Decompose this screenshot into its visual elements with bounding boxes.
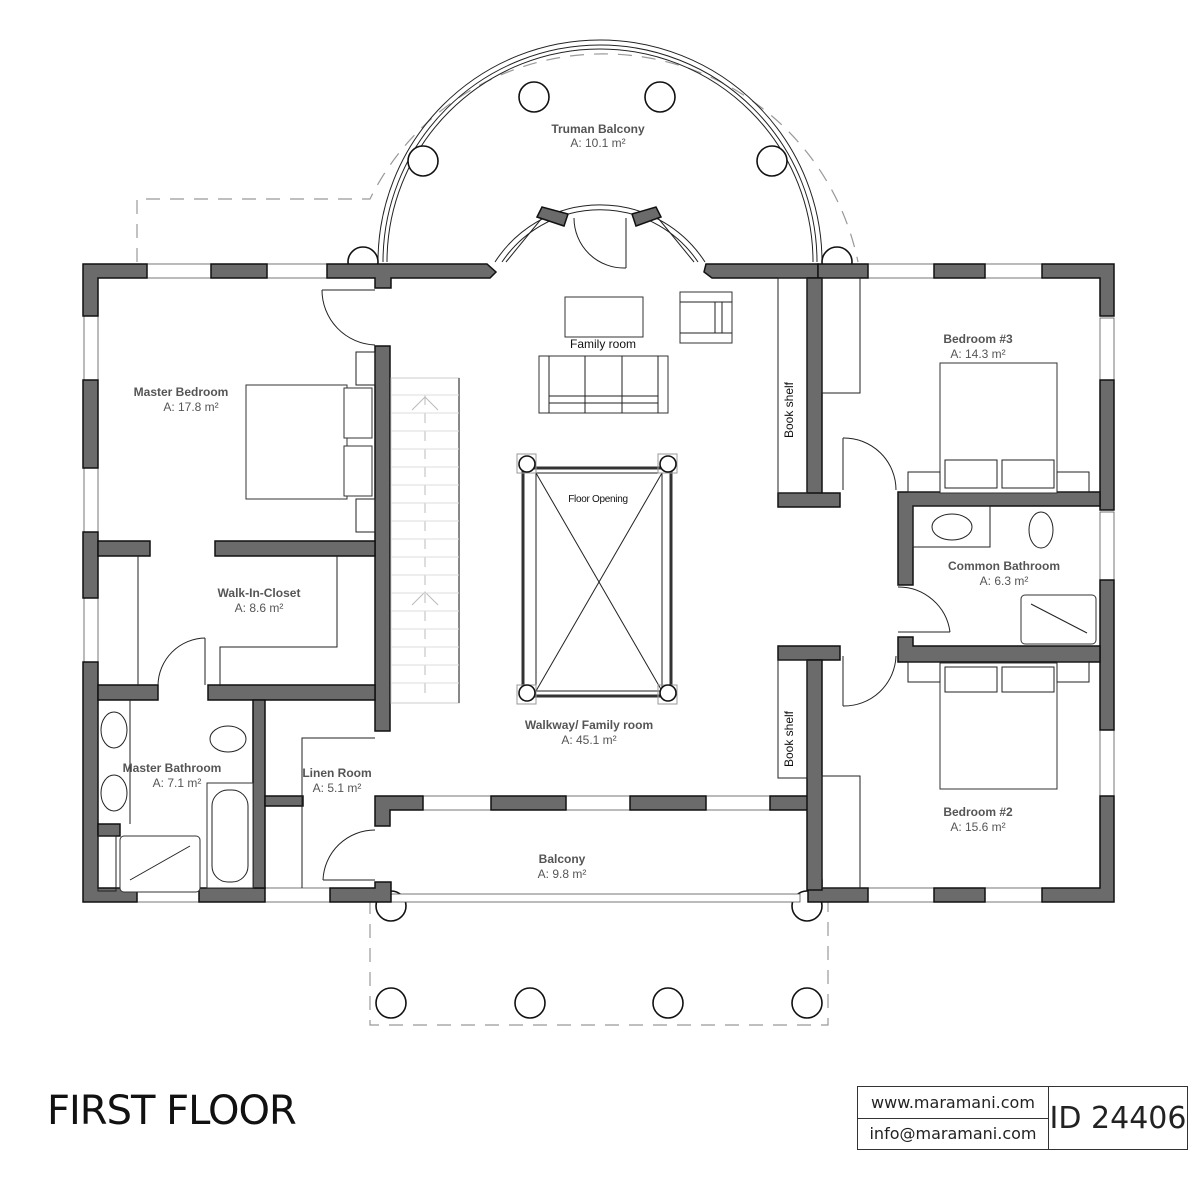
room-area-master-bathroom: A: 7.1 m² [153,776,202,790]
columns [347,81,853,1019]
plan-id: ID 24406 [1049,1100,1187,1136]
label-bookshelf-top: Book shelf [782,381,796,438]
label-bookshelf-bottom: Book shelf [782,710,796,767]
room-area-bedroom-3: A: 14.3 m² [950,347,1005,361]
floor-opening [516,453,678,705]
room-name-bedroom-2: Bedroom #2 [943,805,1013,819]
room-name-bedroom-3: Bedroom #3 [943,332,1013,346]
plan-title: FIRST FLOOR [47,1088,297,1134]
room-area-bedroom-2: A: 15.6 m² [950,820,1005,834]
title-block-contact: www.maramani.com info@maramani.com [858,1087,1049,1149]
title-block: www.maramani.com info@maramani.com ID 24… [857,1086,1188,1150]
room-name-walkway: Walkway/ Family room [525,718,653,732]
email-link[interactable]: info@maramani.com [869,1124,1037,1144]
room-labels: Truman Balcony A: 10.1 m² Master Bedroom… [123,122,1060,881]
lower-balcony-outline [369,900,829,1026]
truman-balcony-outline [136,39,859,263]
room-name-truman-balcony: Truman Balcony [551,122,645,136]
room-area-walk-in-closet: A: 8.6 m² [235,601,284,615]
walls [82,206,1115,903]
room-area-linen-room: A: 5.1 m² [313,781,362,795]
room-name-master-bathroom: Master Bathroom [123,761,222,775]
label-family-room: Family room [570,337,636,351]
room-area-master-bedroom: A: 17.8 m² [163,400,218,414]
room-area-common-bathroom: A: 6.3 m² [980,574,1029,588]
doors [157,217,951,881]
label-floor-opening: Floor Opening [568,494,627,505]
room-area-walkway: A: 45.1 m² [561,733,616,747]
room-area-truman-balcony: A: 10.1 m² [570,136,625,150]
room-name-master-bedroom: Master Bedroom [134,385,229,399]
room-name-linen-room: Linen Room [302,766,371,780]
website-link[interactable]: www.maramani.com [858,1087,1048,1119]
staircase [390,377,460,704]
room-name-walk-in-closet: Walk-In-Closet [218,586,301,600]
furniture [97,277,1097,893]
room-name-balcony: Balcony [539,852,586,866]
room-area-balcony: A: 9.8 m² [538,867,587,881]
room-name-common-bathroom: Common Bathroom [948,559,1060,573]
